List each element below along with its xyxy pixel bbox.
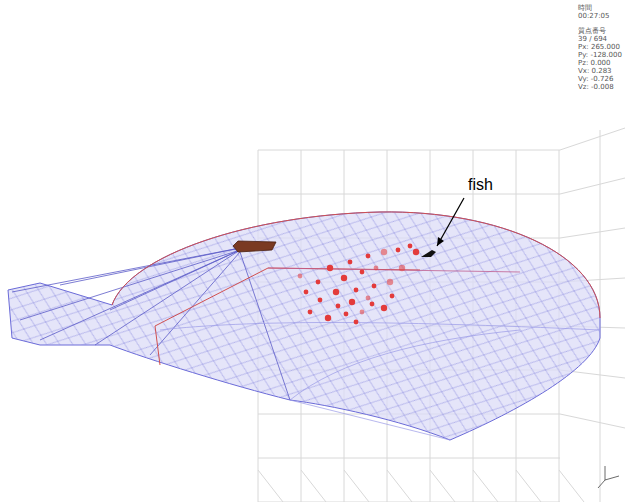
- time-value: 00:27:05: [578, 12, 609, 20]
- pz-value: Pz: 0.000: [578, 59, 611, 67]
- px-value: Px: 265.000: [578, 43, 620, 51]
- axes: [598, 466, 619, 488]
- vz-value: Vz: -0.008: [578, 83, 614, 91]
- vy-value: Vy: -0.726: [578, 75, 613, 83]
- vx-value: Vx: 0.283: [578, 67, 612, 75]
- py-value: Py: -128.000: [578, 51, 622, 59]
- particle-value: 39 / 694: [578, 35, 607, 43]
- particle-label: 質点番号: [578, 27, 606, 35]
- fish-school: [298, 244, 420, 325]
- fish-label: fish: [468, 176, 493, 194]
- fish-marker: [421, 250, 436, 257]
- time-label: 時間: [578, 4, 592, 12]
